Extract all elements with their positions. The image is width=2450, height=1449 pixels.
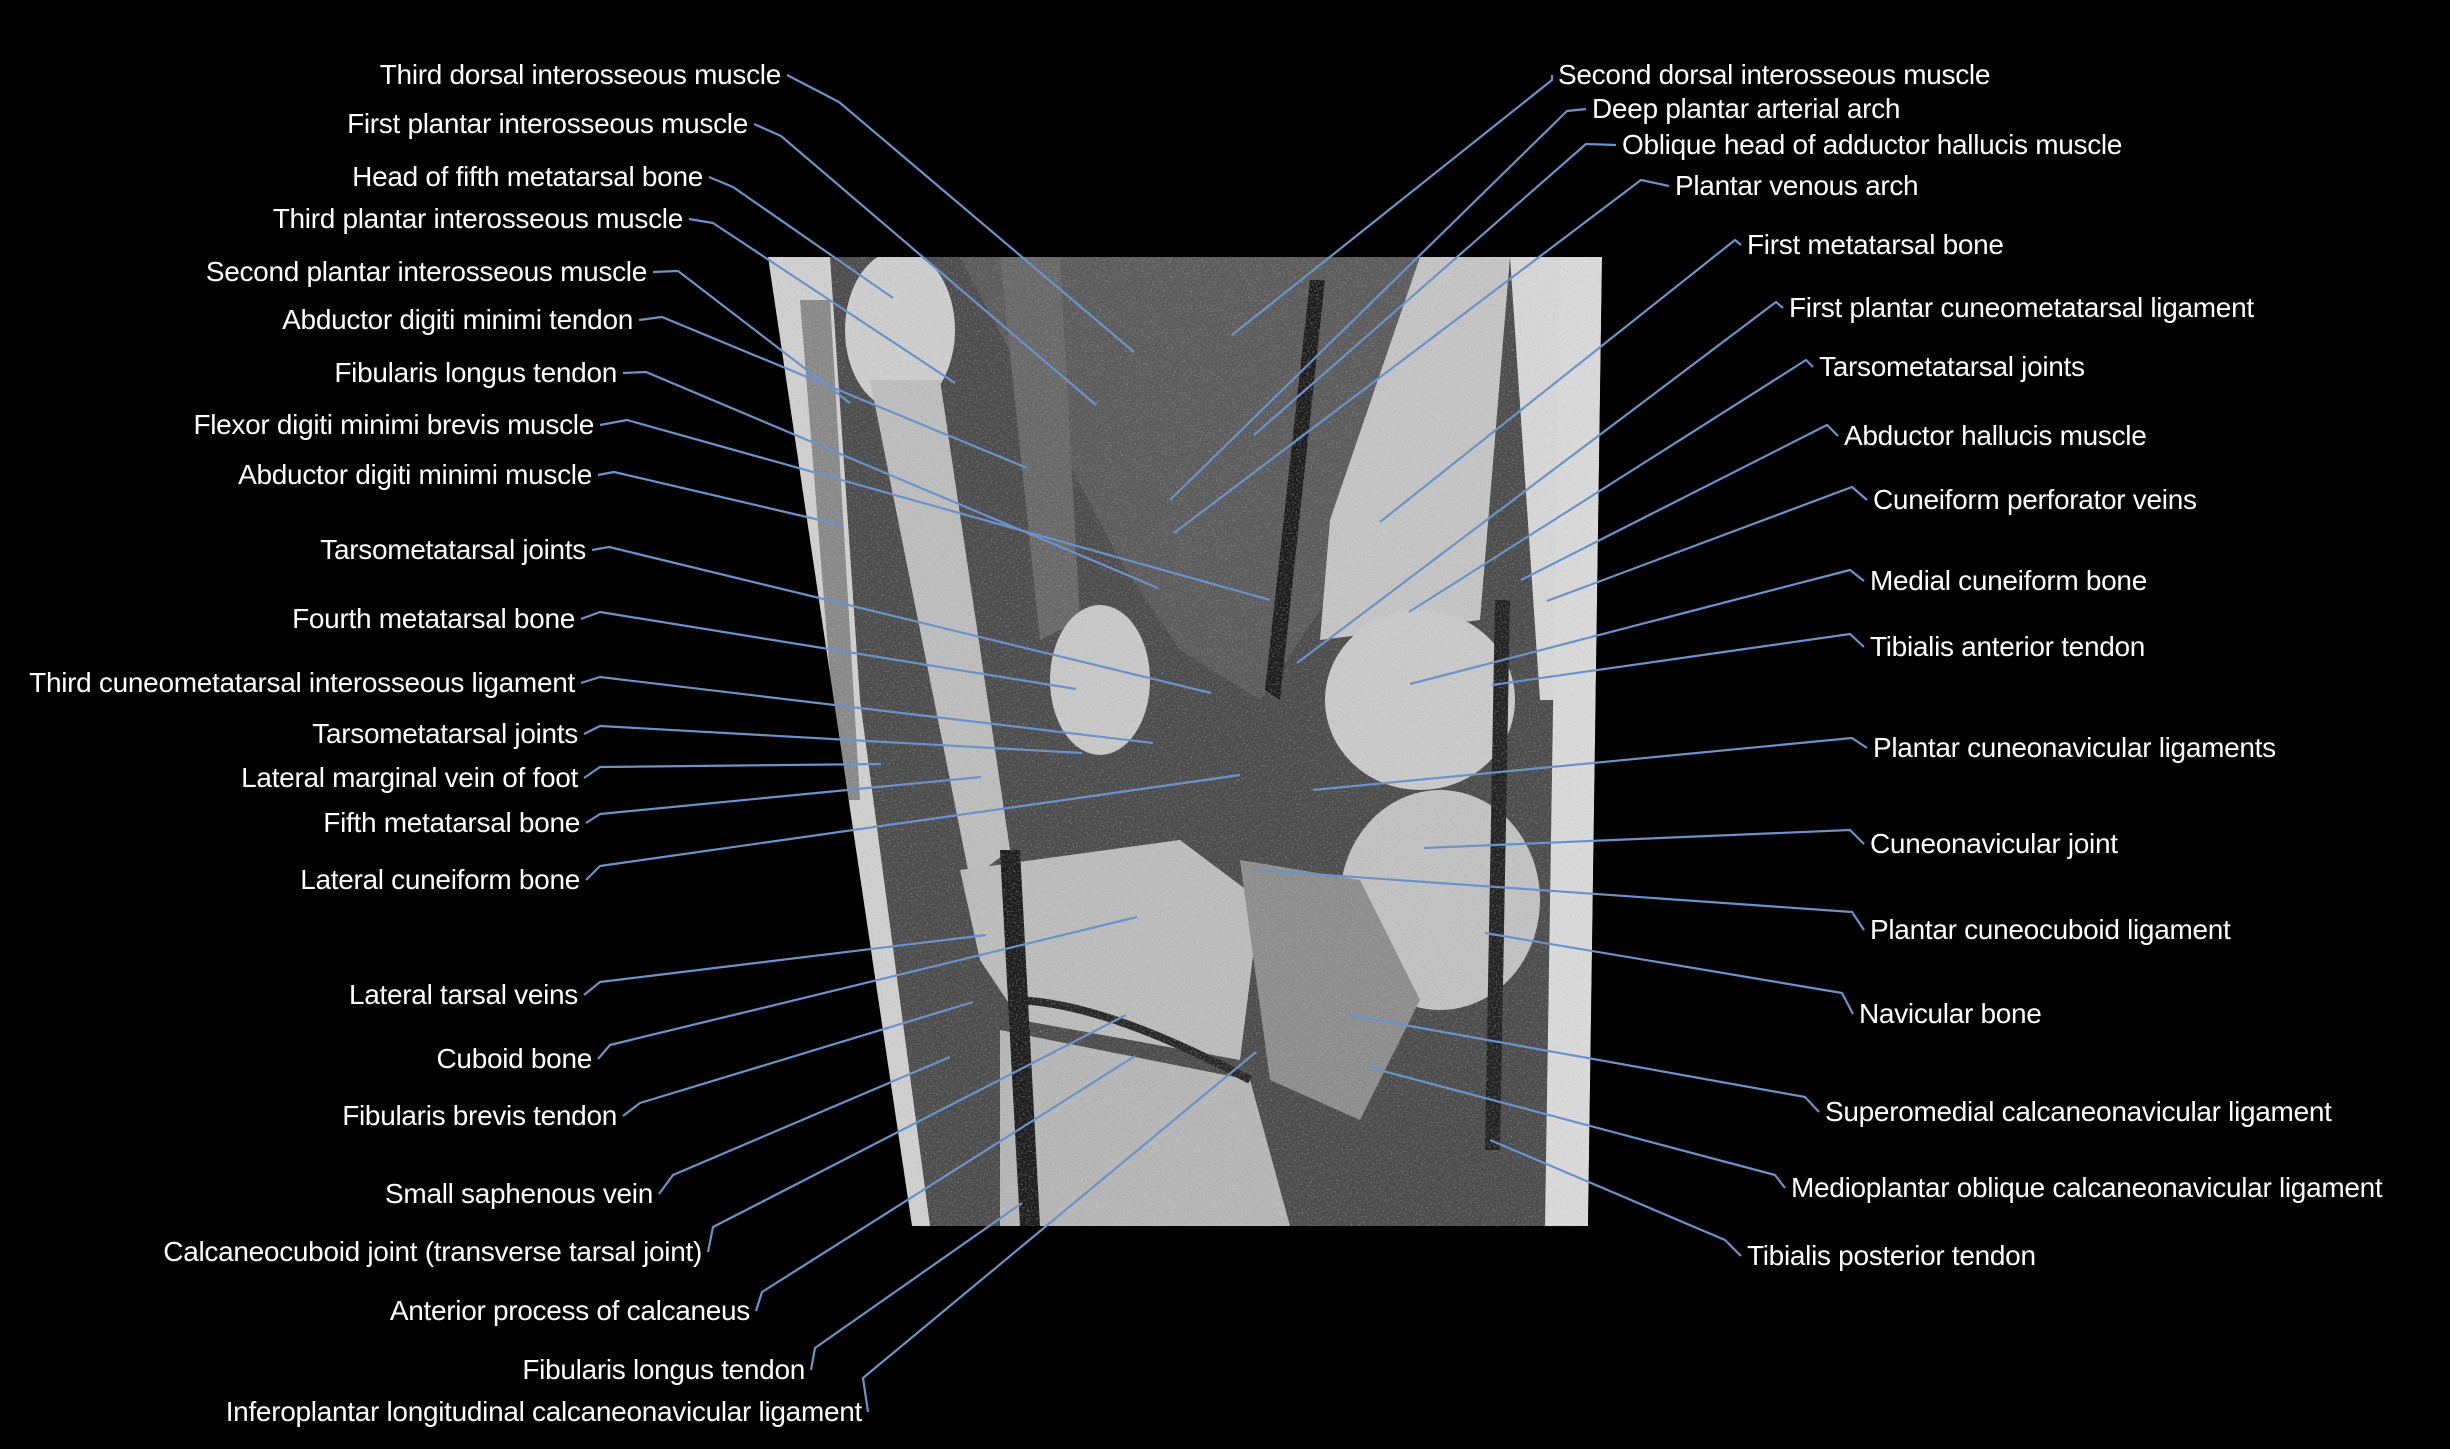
label-fibularis-brevis-tendon: Fibularis brevis tendon: [342, 1100, 617, 1131]
label-fibularis-longus-tendon-upper: Fibularis longus tendon: [334, 357, 617, 388]
label-tibialis-posterior-tendon: Tibialis posterior tendon: [1747, 1240, 2036, 1271]
label-third-dorsal-interosseous-muscle: Third dorsal interosseous muscle: [379, 59, 782, 90]
label-oblique-head-of-adductor-hallucis-muscle: Oblique head of adductor hallucis muscle: [1622, 129, 2123, 160]
label-cuboid-bone: Cuboid bone: [436, 1043, 593, 1074]
label-abductor-digiti-minimi-tendon: Abductor digiti minimi tendon: [282, 304, 633, 335]
label-plantar-cuneocuboid-ligament: Plantar cuneocuboid ligament: [1870, 914, 2231, 945]
label-second-plantar-interosseous-muscle: Second plantar interosseous muscle: [205, 256, 647, 287]
label-inferoplantar-longitudinal-calcaneonavicular-ligament: Inferoplantar longitudinal calcaneonavic…: [225, 1396, 863, 1427]
label-lateral-marginal-vein-of-foot: Lateral marginal vein of foot: [241, 762, 578, 793]
label-fifth-metatarsal-bone: Fifth metatarsal bone: [323, 807, 580, 838]
label-medioplantar-oblique-calcaneonavicular-ligament: Medioplantar oblique calcaneonavicular l…: [1791, 1172, 2383, 1203]
label-tarsometatarsal-joints-medial: Tarsometatarsal joints: [1819, 351, 2085, 382]
label-third-cuneometatarsal-interosseous-ligament: Third cuneometatarsal interosseous ligam…: [29, 667, 575, 698]
label-superomedial-calcaneonavicular-ligament: Superomedial calcaneonavicular ligament: [1825, 1096, 2332, 1127]
label-calcaneocuboid-joint: Calcaneocuboid joint (transverse tarsal …: [163, 1236, 702, 1267]
label-fibularis-longus-tendon-lower: Fibularis longus tendon: [522, 1354, 805, 1385]
label-tarsometatarsal-joints-lateral-2: Tarsometatarsal joints: [312, 718, 578, 749]
label-abductor-hallucis-muscle: Abductor hallucis muscle: [1844, 420, 2147, 451]
label-abductor-digiti-minimi-muscle: Abductor digiti minimi muscle: [238, 459, 592, 490]
label-head-of-fifth-metatarsal-bone: Head of fifth metatarsal bone: [352, 161, 703, 192]
label-tarsometatarsal-joints-lateral-1: Tarsometatarsal joints: [320, 534, 586, 565]
label-lateral-cuneiform-bone: Lateral cuneiform bone: [300, 864, 580, 895]
label-flexor-digiti-minimi-brevis-muscle: Flexor digiti minimi brevis muscle: [193, 409, 594, 440]
label-navicular-bone: Navicular bone: [1859, 998, 2042, 1029]
label-cuneonavicular-joint: Cuneonavicular joint: [1870, 828, 2118, 859]
label-third-plantar-interosseous-muscle: Third plantar interosseous muscle: [272, 203, 684, 234]
label-small-saphenous-vein: Small saphenous vein: [385, 1178, 653, 1209]
label-anterior-process-of-calcaneus: Anterior process of calcaneus: [389, 1295, 750, 1326]
label-lateral-tarsal-veins: Lateral tarsal veins: [348, 979, 578, 1010]
label-medial-cuneiform-bone: Medial cuneiform bone: [1870, 565, 2147, 596]
label-second-dorsal-interosseous-muscle: Second dorsal interosseous muscle: [1558, 59, 1991, 90]
label-first-metatarsal-bone: First metatarsal bone: [1747, 229, 2004, 260]
label-plantar-venous-arch: Plantar venous arch: [1675, 170, 1919, 201]
label-first-plantar-cuneometatarsal-ligament: First plantar cuneometatarsal ligament: [1789, 292, 2254, 323]
label-first-plantar-interosseous-muscle: First plantar interosseous muscle: [347, 108, 748, 139]
label-fourth-metatarsal-bone: Fourth metatarsal bone: [292, 603, 575, 634]
label-plantar-cuneonavicular-ligaments: Plantar cuneonavicular ligaments: [1873, 732, 2276, 763]
label-cuneiform-perforator-veins: Cuneiform perforator veins: [1873, 484, 2197, 515]
label-deep-plantar-arterial-arch: Deep plantar arterial arch: [1592, 93, 1901, 124]
label-tibialis-anterior-tendon: Tibialis anterior tendon: [1870, 631, 2146, 662]
